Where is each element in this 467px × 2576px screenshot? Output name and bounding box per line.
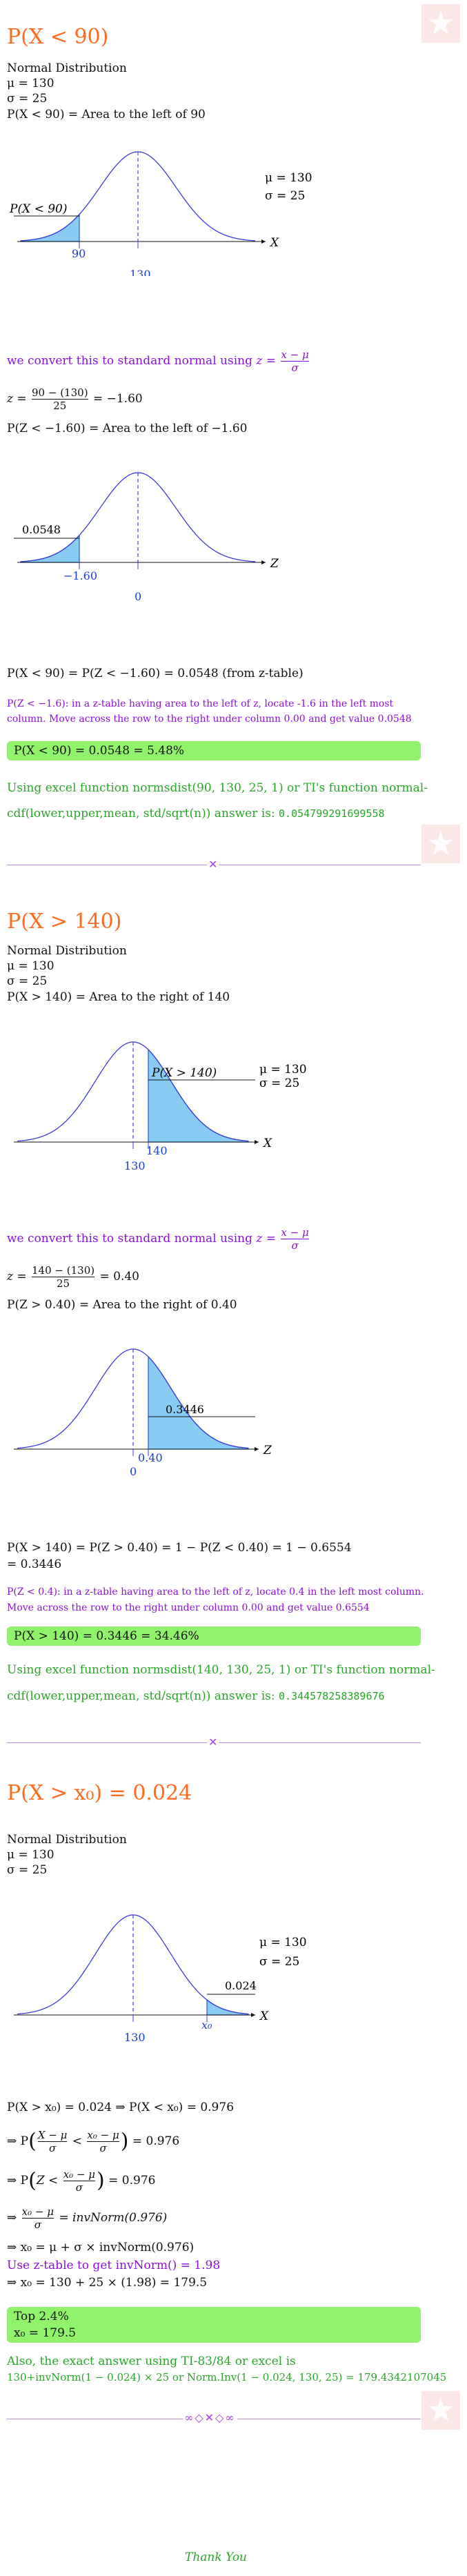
- footer-ornament: ∞◇✕◇∞: [183, 2411, 237, 2424]
- s2-g1-mu: μ = 130: [259, 1063, 307, 1076]
- s1-g1-sigma: σ = 25: [265, 189, 305, 203]
- s1-g2-x-tick: −1.60: [63, 569, 97, 582]
- s2-g2-axis-label: Z: [263, 1444, 272, 1457]
- s2-g1-axis-label: X: [262, 1137, 272, 1150]
- s1-g2-shade-label: 0.0548: [22, 523, 61, 536]
- s2-g1-sigma: σ = 25: [259, 1076, 299, 1090]
- s1-area-desc: P(X < 90) = Area to the left of 90: [7, 108, 206, 121]
- s2-g2-x-tick: 0.40: [138, 1451, 163, 1464]
- s3-result-line1: Top 2.4%: [14, 2310, 69, 2323]
- separator-1-mark: ✕: [207, 858, 219, 871]
- s1-excel-line2: cdf(lower,upper,mean, std/sqrt(n)) answe…: [7, 807, 385, 820]
- s2-g1-shaded-area: [148, 1048, 249, 1143]
- s1-g1-mean-tick: 130: [130, 268, 151, 276]
- section2-title: P(X > 140): [7, 910, 122, 934]
- s3-g1-shaded-area: [206, 1998, 249, 2016]
- s1-table-note-1: P(Z < −1.6): in a z-table having area to…: [7, 698, 394, 709]
- s1-z-area-desc: P(Z < −1.60) = Area to the left of −1.60: [7, 422, 248, 435]
- s2-normal-graph-1: P(X > 140) 140 130 X μ = 130 σ = 25: [14, 1041, 307, 1172]
- s1-g2-mean-tick: 0: [135, 590, 141, 603]
- s3-result-line2: x₀ = 179.5: [14, 2326, 77, 2340]
- s1-dist-label: Normal Distribution: [7, 61, 127, 75]
- s3-g1-shade-label: 0.024: [225, 1979, 257, 1992]
- s2-excel-line1: Using excel function normsdist(140, 130,…: [7, 1663, 435, 1677]
- s3-step1: P(X > x₀) = 0.024 ⇒ P(X < x₀) = 0.976: [7, 2101, 235, 2114]
- section1-title: P(X < 90): [7, 25, 109, 49]
- s1-result-box: P(X < 90) = 0.0548 = 5.48%: [7, 741, 421, 760]
- separator-2-mark: ✕: [207, 1736, 219, 1749]
- corner-watermark-icon: [421, 4, 460, 43]
- s3-sigma: σ = 25: [7, 1863, 48, 1877]
- s3-exact-line2: 130+invNorm(1 − 0.024) × 25 or Norm.Inv(…: [7, 2371, 447, 2383]
- s1-g1-shaded-area: [20, 213, 80, 242]
- s3-g1-sigma: σ = 25: [259, 1955, 299, 1969]
- s3-g1-mu: μ = 130: [259, 1936, 307, 1949]
- s2-z-calc: z = 140 − (130)25 = 0.40: [7, 1264, 139, 1290]
- s3-exact-line1: Also, the exact answer using TI-83/84 or…: [7, 2354, 296, 2368]
- s1-g1-shade-label: P(X < 90): [9, 202, 68, 216]
- s3-result-box: Top 2.4% x₀ = 179.5: [7, 2307, 421, 2343]
- s2-dist-label: Normal Distribution: [7, 944, 127, 958]
- s1-g1-mu: μ = 130: [265, 171, 312, 185]
- s1-g1-x-tick: 90: [72, 247, 86, 260]
- corner-watermark-icon: [421, 2391, 460, 2430]
- s1-mu: μ = 130: [7, 77, 54, 90]
- s2-g2-shade-label: 0.3446: [166, 1403, 204, 1416]
- s2-equality-2: = 0.3446: [7, 1557, 62, 1571]
- s1-normal-graph-2: 0.0548 −1.60 0 Z: [14, 472, 279, 603]
- s3-g1-axis-label: X: [259, 2009, 269, 2023]
- s2-result-box: P(X > 140) = 0.3446 = 34.46%: [7, 1626, 421, 1646]
- s3-step6: ⇒ x₀ = 130 + 25 × (1.98) = 179.5: [7, 2276, 208, 2290]
- s2-g1-x-tick: 140: [146, 1144, 168, 1157]
- s1-g2-shaded-area: [20, 534, 80, 563]
- s2-equality-1: P(X > 140) = P(Z > 0.40) = 1 − P(Z < 0.4…: [7, 1541, 352, 1555]
- s2-table-note-2: Move across the row to the right under c…: [7, 1602, 370, 1613]
- section3-title: P(X > x₀) = 0.024: [7, 1781, 192, 1805]
- s2-mu: μ = 130: [7, 959, 54, 973]
- s1-table-note-2: column. Move across the row to the right…: [7, 714, 412, 725]
- s1-g2-axis-label: Z: [270, 557, 279, 571]
- s2-convert-text: we convert this to standard normal using…: [7, 1226, 309, 1252]
- s1-equality: P(X < 90) = P(Z < −1.60) = 0.0548 (from …: [7, 667, 304, 680]
- corner-watermark-icon: [421, 825, 460, 863]
- s1-sigma: σ = 25: [7, 92, 48, 106]
- s1-g1-axis-label: X: [269, 236, 279, 250]
- s2-g1-mean-tick: 130: [124, 1159, 146, 1172]
- s3-step5: ⇒ x₀ = μ + σ × invNorm(0.976): [7, 2241, 195, 2254]
- s3-g1-x-tick: x₀: [201, 2018, 212, 2032]
- s3-normal-graph-1: 0.024 x₀ 130 X μ = 130 σ = 25: [14, 1914, 307, 2043]
- s3-g1-mean-tick: 130: [124, 2031, 146, 2043]
- s3-table-note: Use z-table to get invNorm() = 1.98: [7, 2259, 221, 2272]
- s2-sigma: σ = 25: [7, 974, 48, 988]
- s2-area-desc: P(X > 140) = Area to the right of 140: [7, 990, 230, 1004]
- s2-g1-shade-label: P(X > 140): [151, 1066, 217, 1080]
- s2-g2-mean-tick: 0: [130, 1465, 137, 1477]
- s1-normal-graph-1: P(X < 90) 90 130 X μ = 130 σ = 25: [9, 151, 312, 276]
- s1-convert-text: we convert this to standard normal using…: [7, 348, 309, 374]
- s3-dist-label: Normal Distribution: [7, 1833, 127, 1847]
- s2-z-area-desc: P(Z > 0.40) = Area to the right of 0.40: [7, 1298, 237, 1312]
- s1-z-calc: z = 90 − (130)25 = −1.60: [7, 386, 143, 412]
- s2-normal-graph-2: 0.3446 0.40 0 Z: [14, 1348, 272, 1477]
- s3-mu: μ = 130: [7, 1848, 54, 1862]
- s2-excel-line2: cdf(lower,upper,mean, std/sqrt(n)) answe…: [7, 1689, 385, 1703]
- thank-you-text: Thank You: [185, 2550, 248, 2564]
- s2-table-note-1: P(Z < 0.4): in a z-table having area to …: [7, 1586, 424, 1597]
- s1-excel-line1: Using excel function normsdist(90, 130, …: [7, 781, 428, 795]
